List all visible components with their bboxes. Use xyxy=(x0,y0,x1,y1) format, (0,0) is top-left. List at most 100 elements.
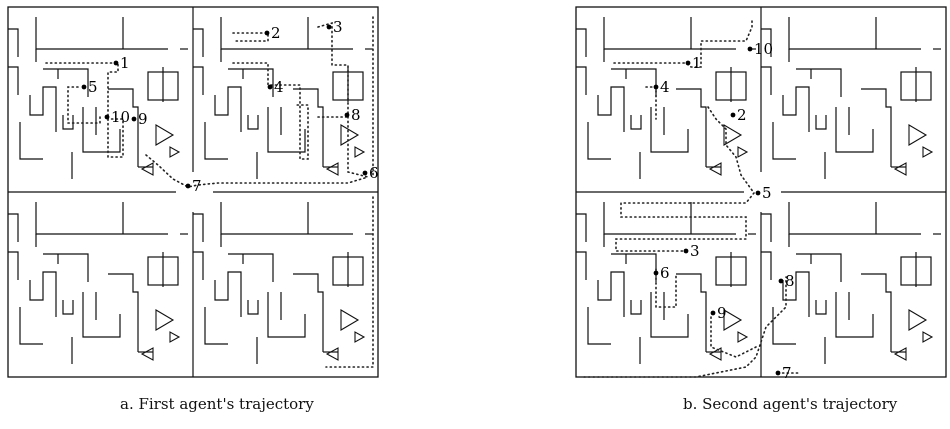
waypoint-label: 6 xyxy=(660,264,670,282)
wall xyxy=(796,68,842,97)
wall xyxy=(220,202,353,235)
building-module xyxy=(193,202,373,364)
wall xyxy=(35,202,168,235)
small-triangle-left xyxy=(708,162,722,176)
small-triangle-left xyxy=(325,347,339,361)
waypoint-dot xyxy=(185,183,191,189)
small-triangle xyxy=(737,331,749,343)
waypoint-dot xyxy=(755,190,761,196)
wall xyxy=(82,107,121,153)
wall xyxy=(650,107,689,153)
square-obstacle xyxy=(715,71,747,101)
building-module xyxy=(761,17,941,179)
wall xyxy=(82,292,121,338)
wall xyxy=(267,107,306,153)
small-triangle-left xyxy=(140,347,154,361)
waypoint-label: 5 xyxy=(88,78,98,96)
waypoint-dot xyxy=(113,60,119,66)
small-triangle-left xyxy=(140,162,154,176)
small-triangle xyxy=(169,146,181,158)
wall xyxy=(247,115,259,130)
wall xyxy=(576,28,587,57)
waypoint-label: 2 xyxy=(271,24,281,42)
wall xyxy=(108,88,139,167)
building-module xyxy=(8,202,188,364)
waypoint-label: 7 xyxy=(782,364,792,382)
wall xyxy=(193,28,204,57)
wall xyxy=(761,213,772,242)
wall xyxy=(293,273,324,352)
wall xyxy=(861,273,892,352)
wall xyxy=(630,300,642,315)
waypoint-label: 9 xyxy=(717,304,727,322)
waypoint-dot xyxy=(775,370,781,376)
trajectory-path xyxy=(613,18,753,68)
waypoint-dot xyxy=(747,46,753,52)
waypoint-dot xyxy=(344,112,350,118)
wall xyxy=(35,17,168,50)
wall xyxy=(835,107,874,153)
caption-second-agent: b. Second agent's trajectory xyxy=(683,395,898,413)
wall xyxy=(761,251,772,280)
trajectory-path xyxy=(145,154,369,188)
building-module xyxy=(8,17,188,179)
large-triangle xyxy=(908,309,928,331)
large-triangle xyxy=(340,309,360,331)
wall xyxy=(815,300,827,315)
square-obstacle xyxy=(332,256,364,286)
waypoint-dot xyxy=(685,60,691,66)
square-obstacle xyxy=(715,256,747,286)
wall xyxy=(676,88,707,167)
wall xyxy=(8,213,19,242)
building-module xyxy=(576,202,756,364)
waypoint-dot xyxy=(104,114,110,120)
wall xyxy=(603,202,736,235)
wall xyxy=(788,17,921,50)
wall xyxy=(204,122,228,160)
wall xyxy=(62,115,74,130)
square-obstacle xyxy=(147,71,179,101)
trajectory-path xyxy=(232,32,269,42)
waypoint-label: 10 xyxy=(111,108,130,126)
trajectory-path xyxy=(710,316,757,358)
waypoint-dot xyxy=(653,270,659,276)
wall xyxy=(587,122,611,160)
wall xyxy=(576,66,587,95)
small-triangle xyxy=(169,331,181,343)
waypoint-label: 8 xyxy=(351,106,361,124)
wall xyxy=(761,66,772,95)
waypoint-dot xyxy=(710,310,716,316)
small-triangle-left xyxy=(893,347,907,361)
wall xyxy=(630,115,642,130)
small-triangle-left xyxy=(708,347,722,361)
wall xyxy=(29,271,57,317)
wall xyxy=(815,115,827,130)
waypoint-dot xyxy=(653,84,659,90)
waypoint-dot xyxy=(326,24,332,30)
wall xyxy=(214,271,242,317)
waypoint-label: 1 xyxy=(120,54,130,72)
waypoint-label: 3 xyxy=(333,18,343,36)
waypoint-label: 4 xyxy=(274,78,284,96)
waypoint-dot xyxy=(81,84,87,90)
small-triangle xyxy=(354,146,366,158)
waypoint-dot xyxy=(267,84,273,90)
trajectory-path xyxy=(317,21,369,178)
large-triangle xyxy=(723,309,743,331)
square-obstacle xyxy=(147,256,179,286)
wall xyxy=(267,292,306,338)
trajectory-path xyxy=(583,276,787,378)
small-triangle xyxy=(354,331,366,343)
waypoint-label: 3 xyxy=(690,242,700,260)
waypoint-dot xyxy=(264,30,270,36)
wall xyxy=(772,307,796,345)
waypoint-label: 1 xyxy=(692,54,702,72)
wall xyxy=(611,253,657,282)
small-triangle xyxy=(922,331,934,343)
wall xyxy=(782,86,810,132)
wall xyxy=(19,307,43,345)
wall xyxy=(597,271,625,317)
wall xyxy=(782,271,810,317)
